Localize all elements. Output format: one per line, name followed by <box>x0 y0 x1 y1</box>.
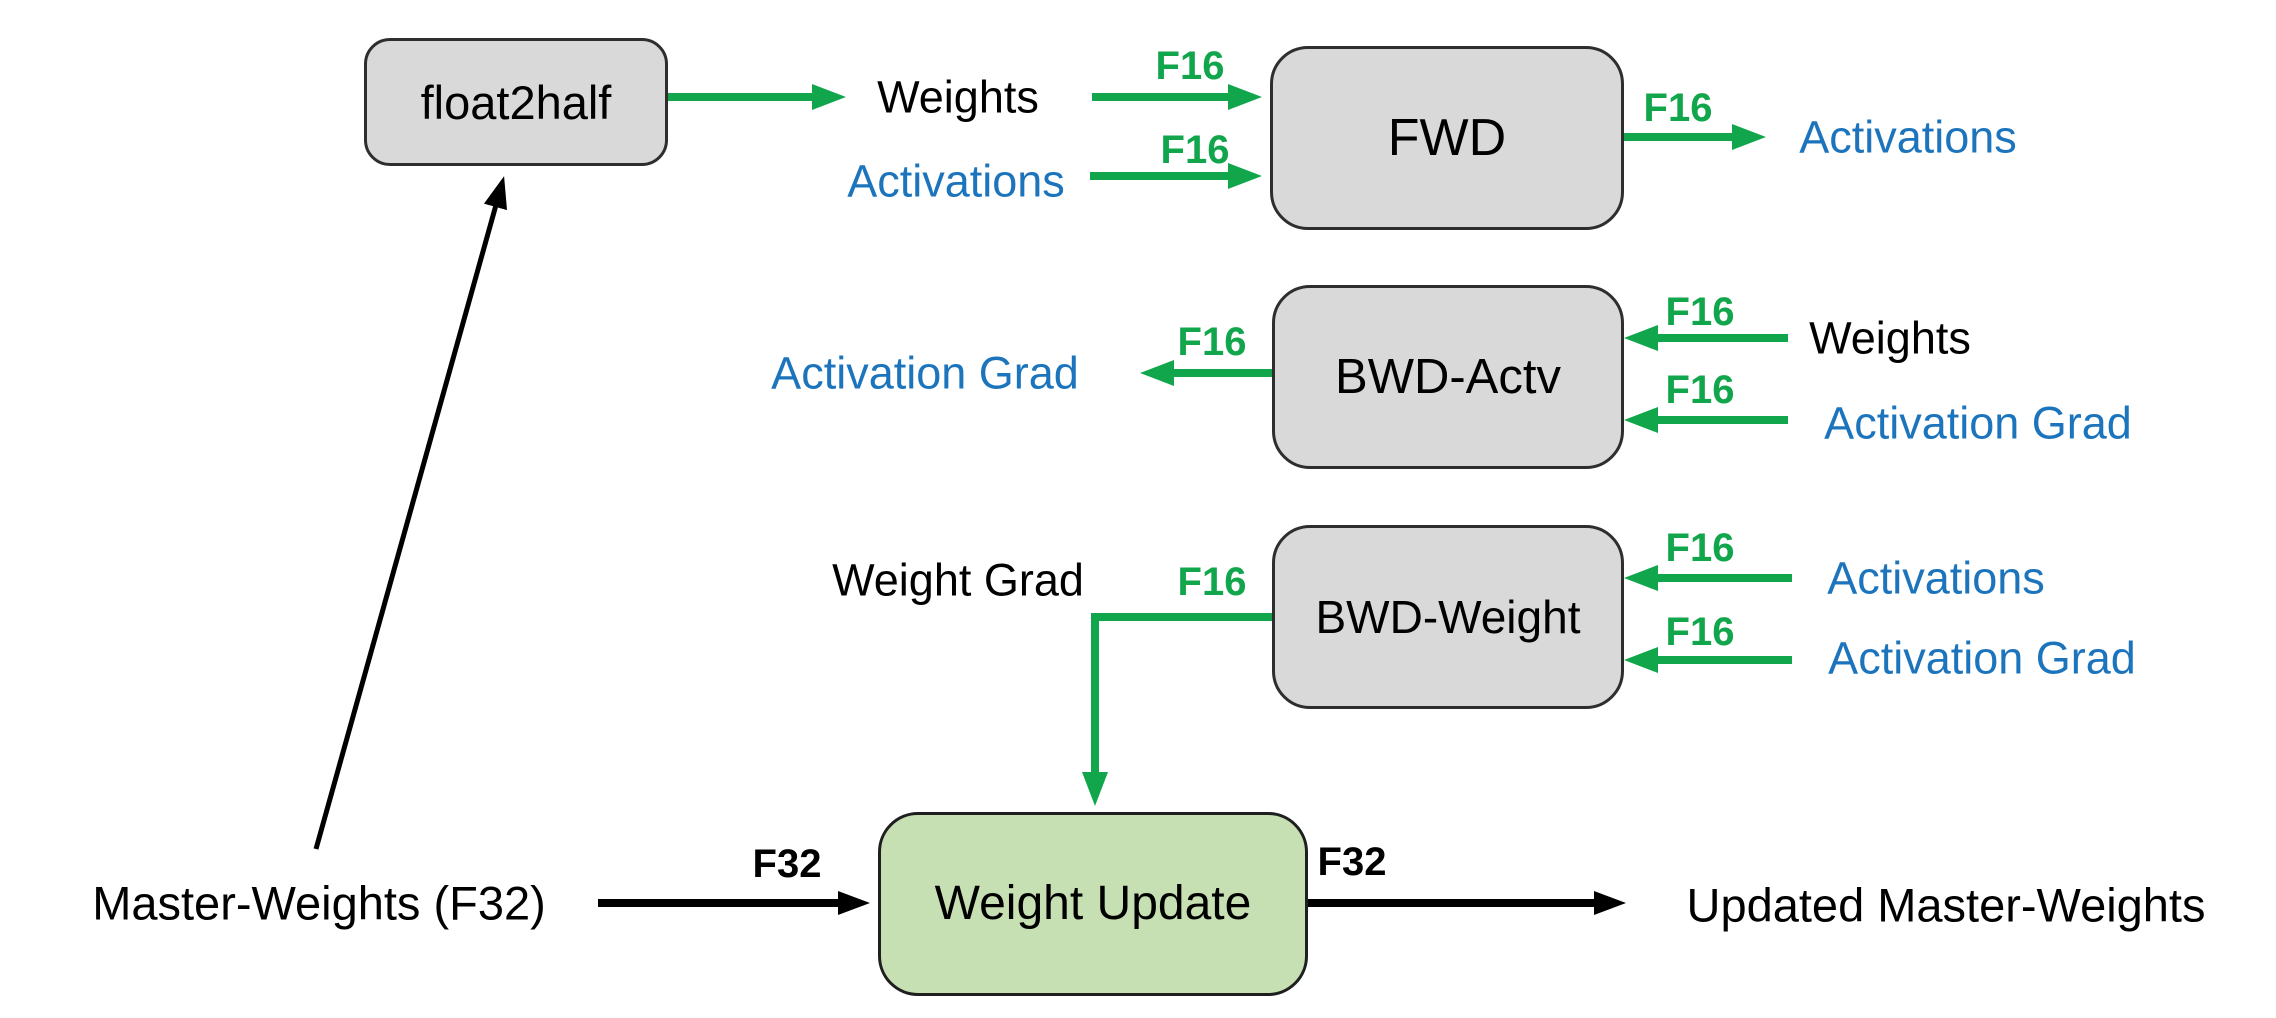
label-weights-fwd-input: Weights <box>877 71 1039 123</box>
label-activations-bwdweight-input: Activations <box>1827 552 2045 604</box>
label-activations-fwd-output: Activations <box>1799 111 2017 163</box>
node-weight-update: Weight Update <box>878 812 1308 996</box>
label-master-weights: Master-Weights (F32) <box>92 876 546 930</box>
tag-f16-activations-to-fwd: F16 <box>1160 128 1230 172</box>
node-bwd-actv: BWD-Actv <box>1272 285 1624 469</box>
tag-f32-master-weights-input: F32 <box>752 842 822 886</box>
tag-f16-fwd-output: F16 <box>1643 86 1713 130</box>
node-float2half: float2half <box>364 38 668 166</box>
tag-f16-activations-to-bwdweight: F16 <box>1665 526 1735 570</box>
node-bwd-weight: BWD-Weight <box>1272 525 1624 709</box>
label-weights-bwdactv-input: Weights <box>1809 312 1971 364</box>
label-activation-grad-bwdactv-output: Activation Grad <box>771 347 1079 399</box>
tag-f16-weights-to-bwdactv: F16 <box>1665 290 1735 334</box>
tag-f16-weight-grad-output: F16 <box>1177 560 1247 604</box>
tag-f16-bwdactv-output: F16 <box>1177 320 1247 364</box>
tag-f16-activation-grad-to-bwdweight: F16 <box>1665 610 1735 654</box>
label-activations-fwd-input: Activations <box>847 155 1065 207</box>
tag-f16-weights-to-fwd: F16 <box>1155 44 1225 88</box>
label-activation-grad-bwdactv-input: Activation Grad <box>1824 397 2132 449</box>
node-fwd: FWD <box>1270 46 1624 230</box>
arrow-master-weights-to-float2half <box>313 176 508 850</box>
tag-f16-activation-grad-to-bwdactv: F16 <box>1665 368 1735 412</box>
label-updated-master-weights: Updated Master-Weights <box>1686 878 2206 932</box>
tag-f32-updated-output: F32 <box>1317 840 1387 884</box>
arrow-weight-grad-to-weight-update <box>1082 613 1272 806</box>
label-activation-grad-bwdweight-input: Activation Grad <box>1828 632 2136 684</box>
label-weight-grad-output: Weight Grad <box>832 554 1084 606</box>
